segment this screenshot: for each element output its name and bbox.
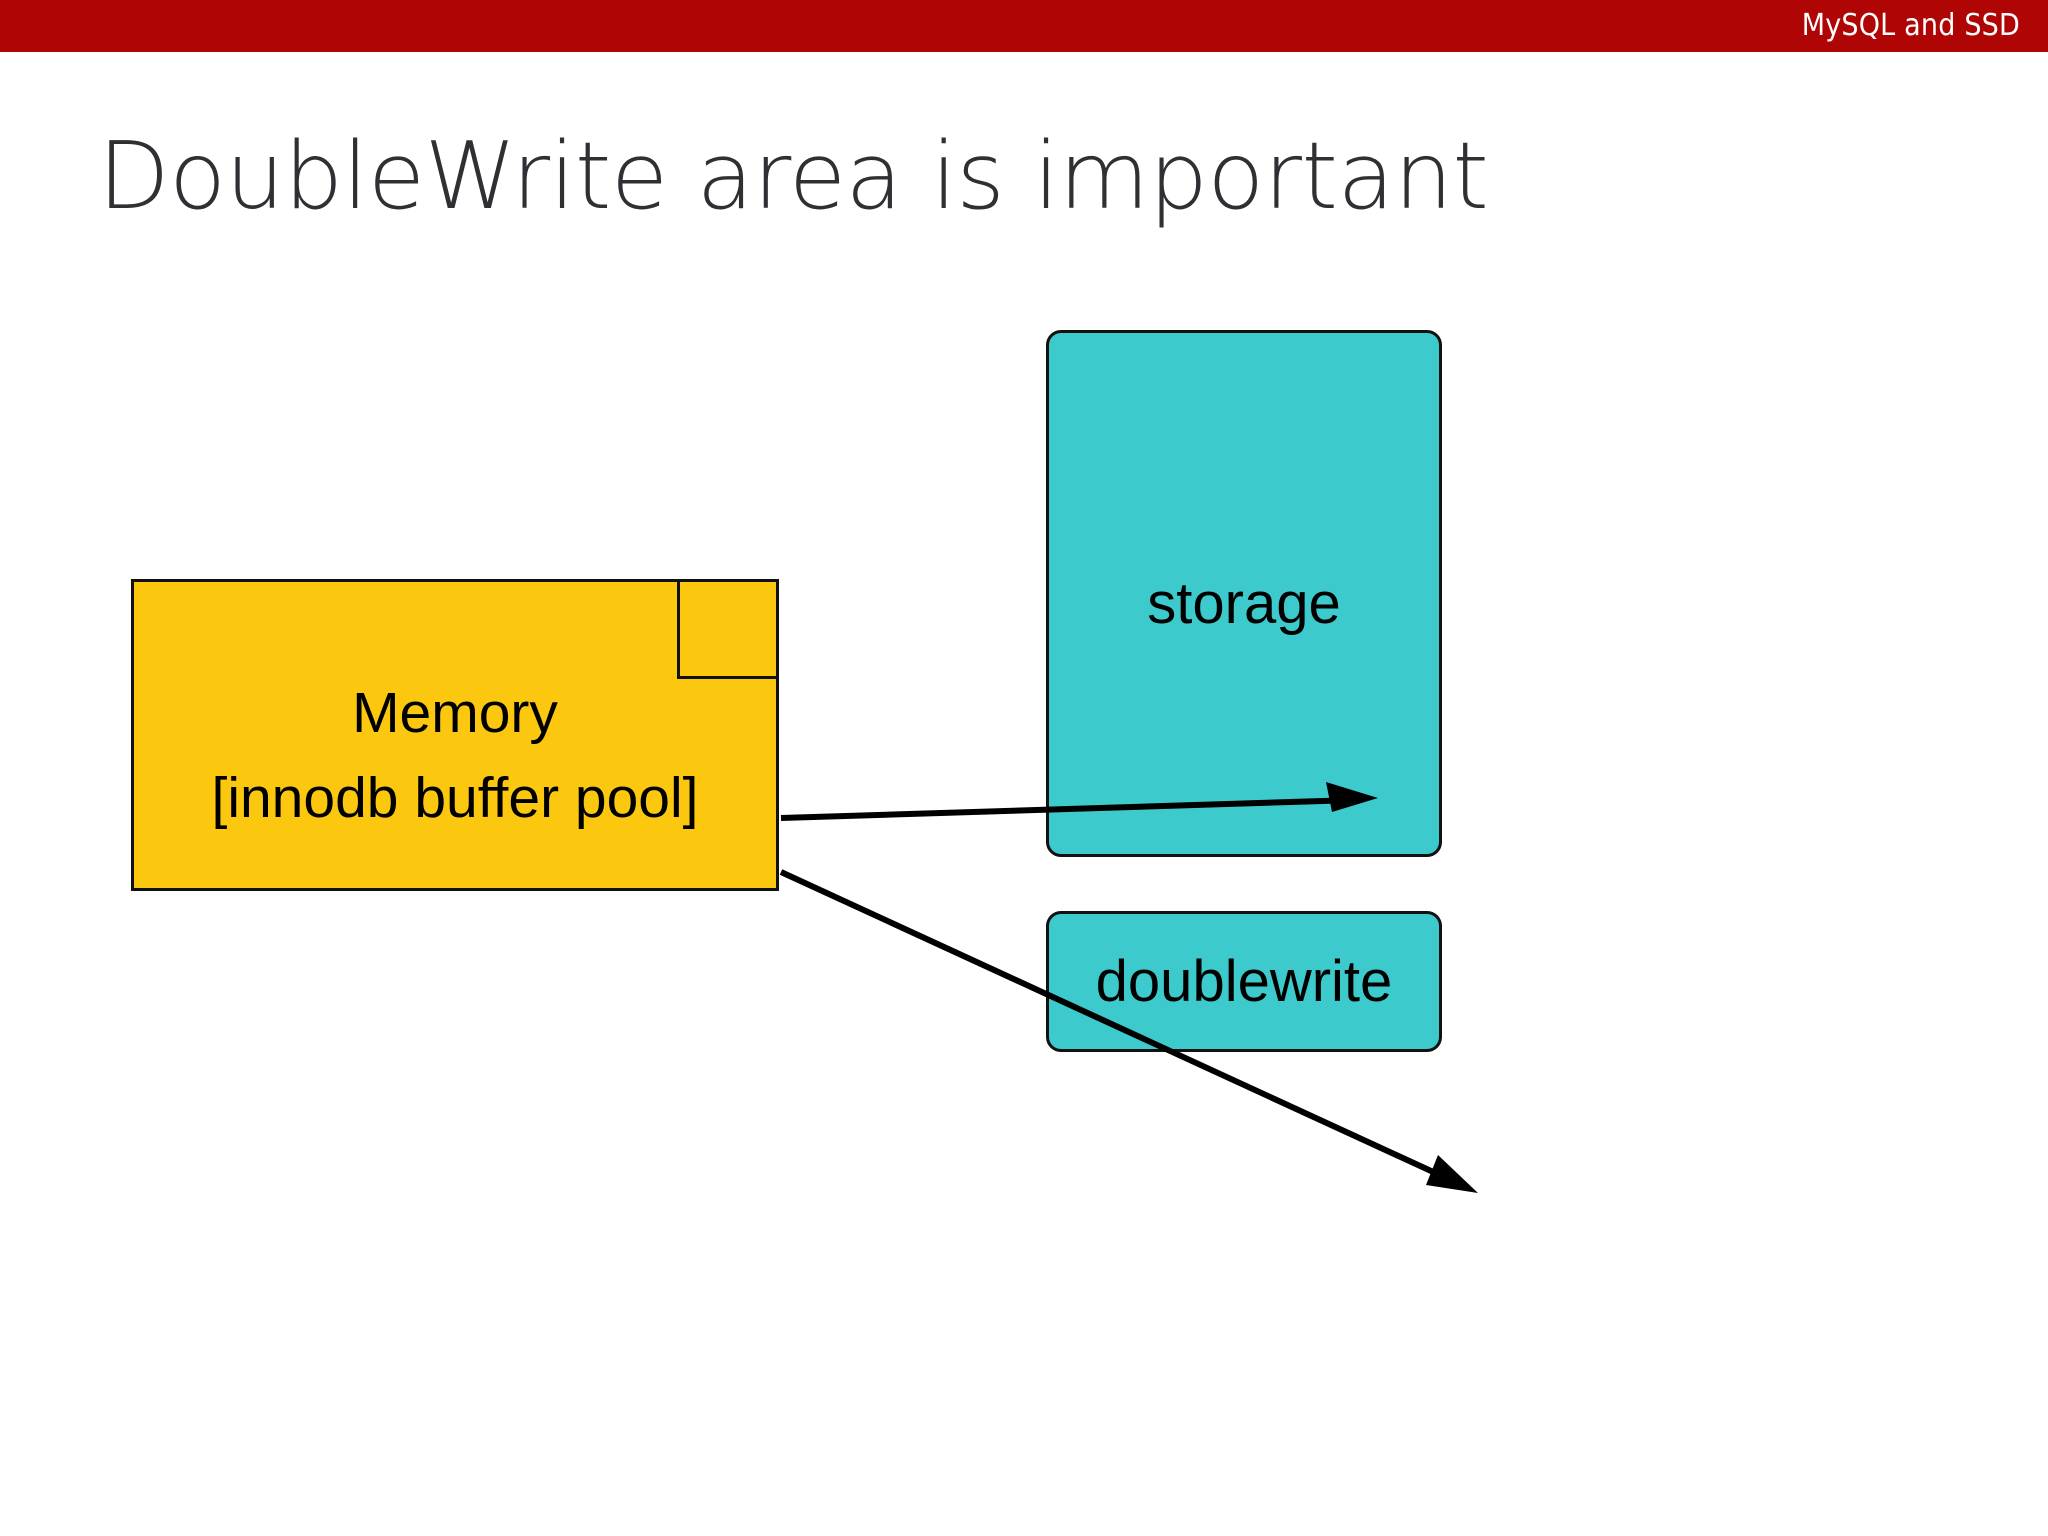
memory-page-notch-icon bbox=[677, 579, 779, 679]
storage-block: storage bbox=[1046, 330, 1442, 857]
slide-header-bar: MySQL and SSD bbox=[0, 0, 2048, 52]
memory-block: Memory [innodb buffer pool] bbox=[131, 579, 779, 891]
memory-block-label-line1: Memory bbox=[352, 681, 558, 745]
memory-block-body bbox=[131, 579, 779, 891]
storage-block-label: storage bbox=[1147, 570, 1341, 636]
memory-block-label-line2: [innodb buffer pool] bbox=[211, 766, 699, 830]
slide-title: DoubleWrite area is important bbox=[98, 122, 1489, 230]
presentation-brand-label: MySQL and SSD bbox=[1801, 8, 2020, 43]
doublewrite-block-label: doublewrite bbox=[1095, 948, 1393, 1014]
doublewrite-block: doublewrite bbox=[1046, 911, 1442, 1052]
memory-block-label: Memory [innodb buffer pool] bbox=[131, 671, 779, 841]
